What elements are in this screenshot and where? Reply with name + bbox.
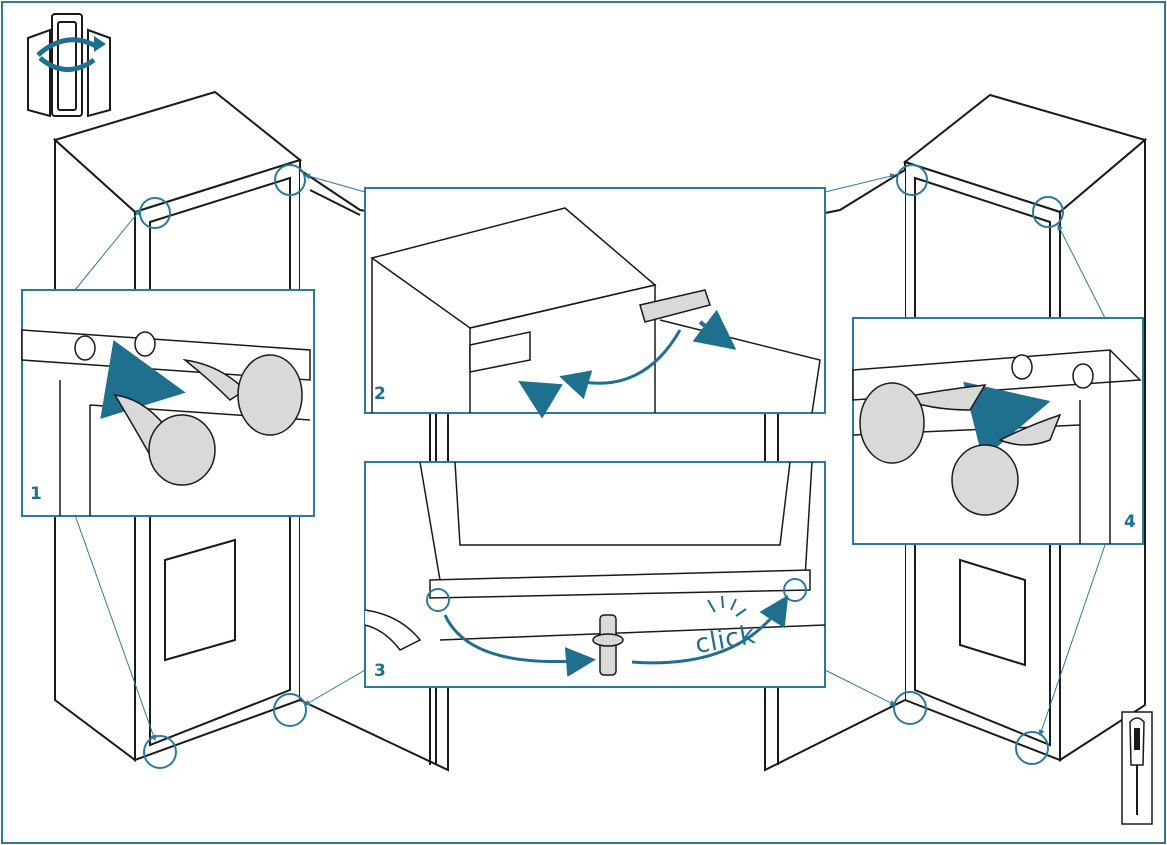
step-2-label: 2	[374, 384, 386, 404]
pin-head-4	[951, 444, 1019, 516]
right-bottom-left-circle	[893, 691, 927, 725]
step-3-label: 3	[374, 661, 386, 681]
pin-head-2	[237, 354, 303, 436]
panel-4	[852, 317, 1144, 545]
pin-head-3	[859, 382, 925, 464]
screwdriver-icon	[1121, 711, 1153, 825]
connector-lines	[74, 173, 1106, 741]
right-top-hinge-circle	[1032, 196, 1064, 228]
panel-1	[21, 289, 315, 517]
left-top-right-circle	[274, 164, 306, 196]
pin-head-1	[148, 414, 216, 486]
left-bottom-circle	[143, 735, 177, 769]
panel-3	[364, 461, 826, 688]
left-bottom-right-circle	[273, 693, 307, 727]
right-bottom-circle	[1015, 731, 1049, 765]
panel-2	[364, 187, 826, 419]
right-top-left-circle	[896, 164, 928, 196]
door-reversal-icon	[27, 13, 111, 118]
step-1-label: 1	[30, 484, 42, 504]
step-4-label: 4	[1124, 512, 1136, 532]
